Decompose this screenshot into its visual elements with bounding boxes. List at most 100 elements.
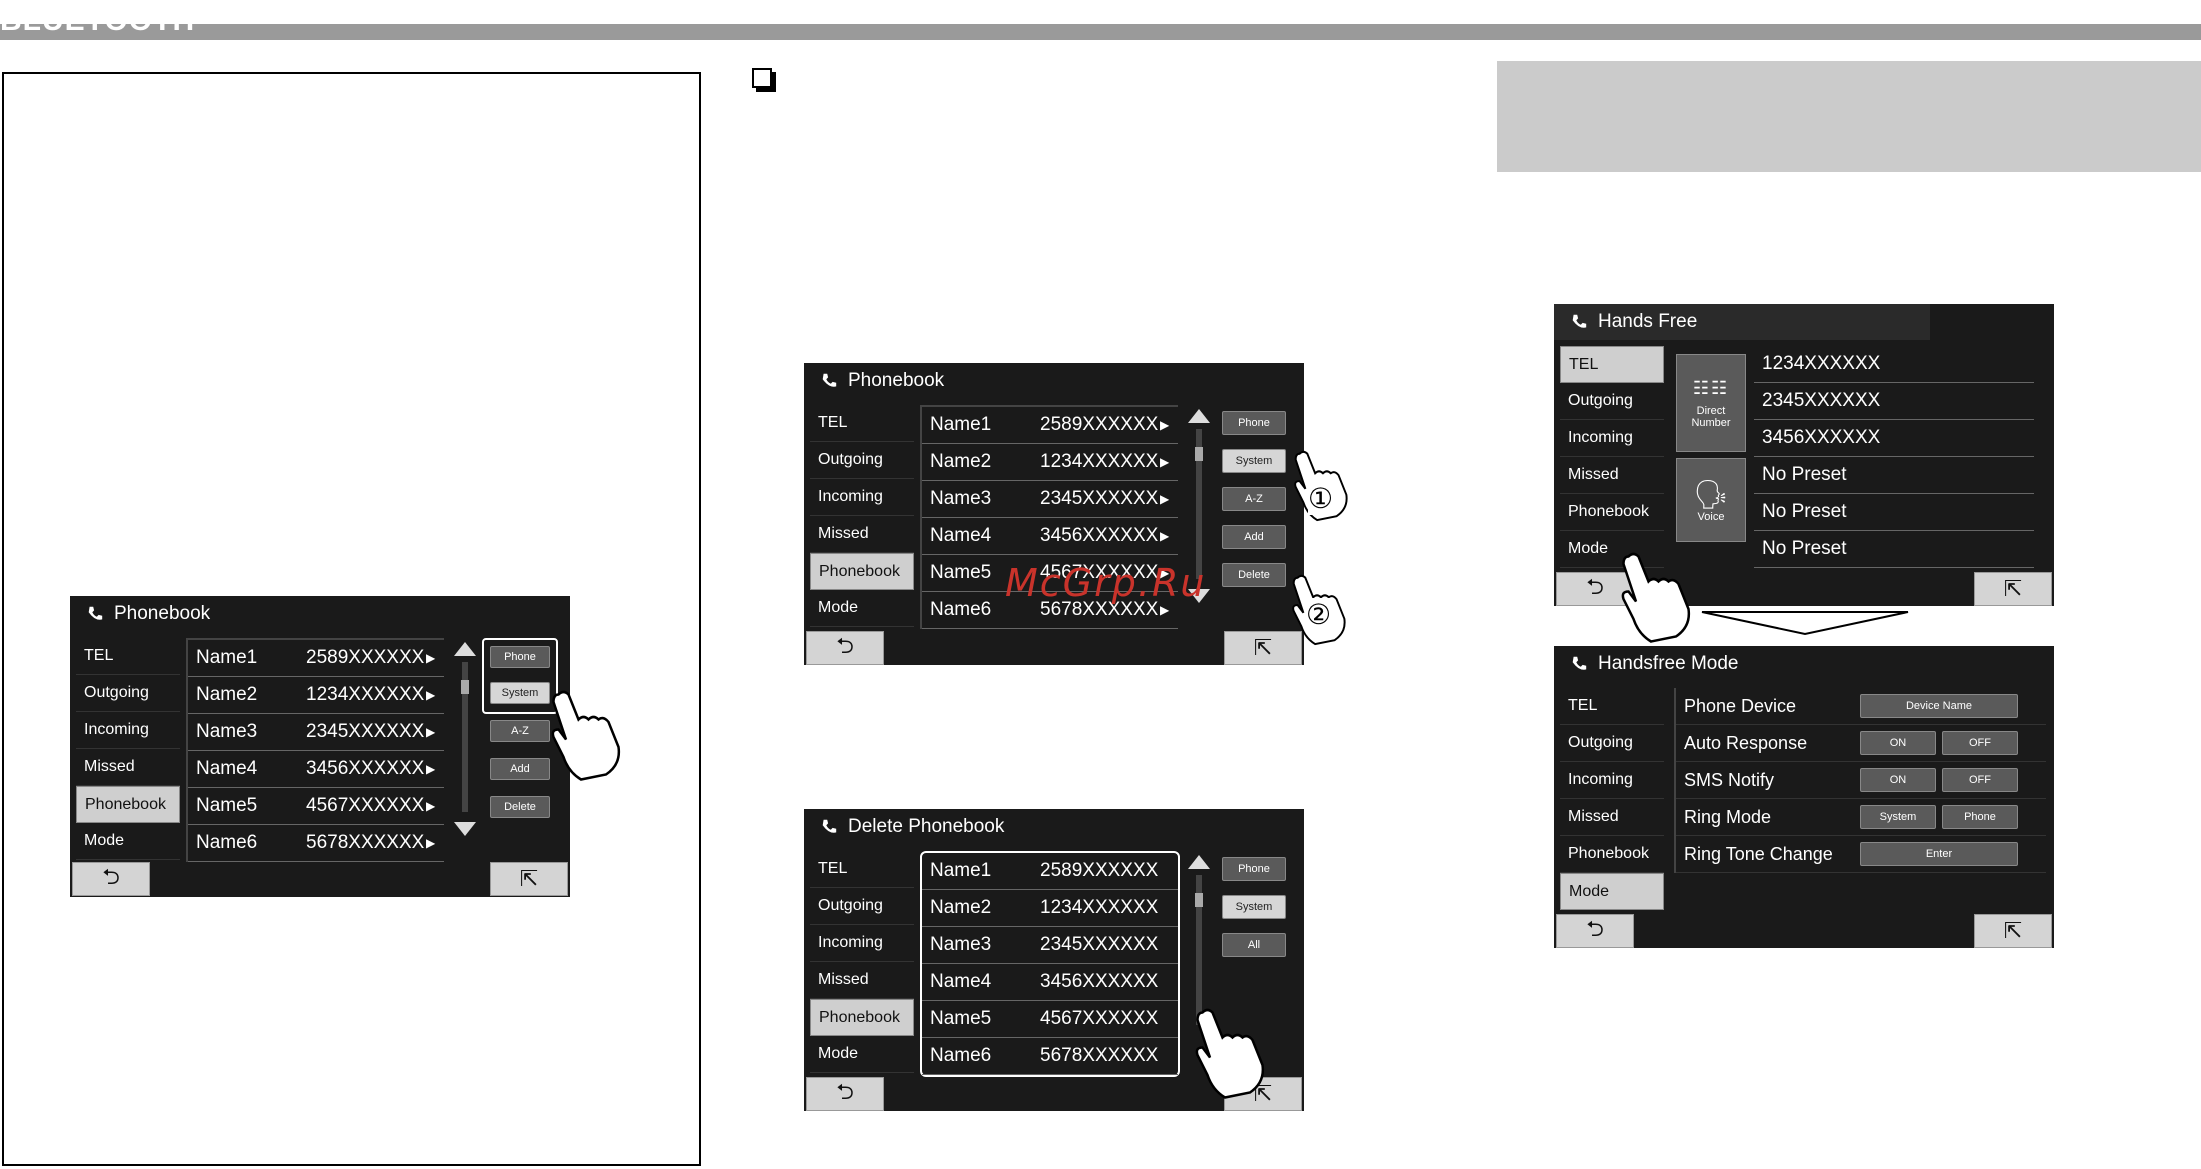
auto-response-on-button[interactable]: ON xyxy=(1860,731,1936,755)
sidebar-item-missed[interactable]: Missed xyxy=(810,516,914,553)
sidebar-item-outgoing[interactable]: Outgoing xyxy=(810,888,914,925)
sidebar-item-tel[interactable]: TEL xyxy=(76,638,180,675)
contact-number: 2345XXXXXX xyxy=(1040,934,1159,955)
back-button[interactable]: ⮌ xyxy=(1556,914,1634,948)
sidebar-item-incoming[interactable]: Incoming xyxy=(1560,762,1664,799)
scroll-thumb[interactable] xyxy=(1195,893,1203,907)
sidebar-item-tel[interactable]: TEL xyxy=(1560,688,1664,725)
system-button[interactable]: System xyxy=(1222,449,1286,473)
sidebar-item-outgoing[interactable]: Outgoing xyxy=(1560,383,1664,420)
az-button[interactable]: A-Z xyxy=(490,720,550,742)
voice-button[interactable]: 🗣 Voice xyxy=(1676,458,1746,542)
phone-button[interactable]: Phone xyxy=(490,646,550,668)
contact-name: Name1 xyxy=(196,647,258,668)
scroll-up-icon[interactable] xyxy=(1188,855,1210,869)
sidebar-item-missed[interactable]: Missed xyxy=(810,962,914,999)
auto-response-off-button[interactable]: OFF xyxy=(1942,731,2018,755)
sidebar-item-phonebook[interactable]: Phonebook xyxy=(810,553,914,590)
back-button[interactable]: ⮌ xyxy=(806,631,884,665)
back-button[interactable]: ⮌ xyxy=(1556,572,1634,606)
scrollbar[interactable] xyxy=(1196,875,1202,1025)
scroll-up-icon[interactable] xyxy=(454,642,476,656)
sidebar-item-outgoing[interactable]: Outgoing xyxy=(76,675,180,712)
sidebar-item-tel[interactable]: TEL xyxy=(810,405,914,442)
add-button[interactable]: Add xyxy=(1222,525,1286,549)
phone-button[interactable]: Phone xyxy=(1222,857,1286,881)
sms-notify-off-button[interactable]: OFF xyxy=(1942,768,2018,792)
sidebar-item-mode[interactable]: Mode xyxy=(810,1036,914,1073)
sidebar-item-tel[interactable]: TEL xyxy=(810,851,914,888)
preset-item[interactable]: 2345XXXXXX xyxy=(1754,383,2034,420)
screen-title: Delete Phonebook xyxy=(804,809,1004,845)
delete-button[interactable]: Delete xyxy=(1222,563,1286,587)
preset-item[interactable]: No Preset xyxy=(1754,457,2034,494)
sidebar-item-outgoing[interactable]: Outgoing xyxy=(1560,725,1664,762)
sidebar-item-phonebook[interactable]: Phonebook xyxy=(1560,836,1664,873)
scroll-thumb[interactable] xyxy=(1195,447,1203,461)
sidebar-item-incoming[interactable]: Incoming xyxy=(810,925,914,962)
sidebar-item-phonebook[interactable]: Phonebook xyxy=(76,786,180,823)
device-name-button[interactable]: Device Name xyxy=(1860,694,2018,718)
preset-item[interactable]: No Preset xyxy=(1754,494,2034,531)
direct-number-button[interactable]: ☷☷ Direct Number xyxy=(1676,354,1746,452)
sidebar-item-phonebook[interactable]: Phonebook xyxy=(1560,494,1664,531)
exit-button[interactable]: ⇱ xyxy=(1224,631,1302,665)
ring-mode-phone-button[interactable]: Phone xyxy=(1942,805,2018,829)
back-button[interactable]: ⮌ xyxy=(806,1077,884,1111)
sidebar-item-mode[interactable]: Mode xyxy=(1560,873,1664,910)
delete-button[interactable]: Delete xyxy=(490,796,550,818)
preset-item[interactable]: 3456XXXXXX xyxy=(1754,420,2034,457)
exit-button[interactable]: ⇱ xyxy=(1974,572,2052,606)
system-button[interactable]: System xyxy=(490,682,550,704)
scroll-down-icon[interactable] xyxy=(1188,589,1210,603)
system-button[interactable]: System xyxy=(1222,895,1286,919)
preset-item[interactable]: 1234XXXXXX xyxy=(1754,346,2034,383)
sidebar-item-mode[interactable]: Mode xyxy=(1560,531,1664,568)
sidebar-item-missed[interactable]: Missed xyxy=(1560,799,1664,836)
preset-item[interactable]: No Preset xyxy=(1754,531,2034,568)
ring-mode-system-button[interactable]: System xyxy=(1860,805,1936,829)
sidebar-item-incoming[interactable]: Incoming xyxy=(76,712,180,749)
scroll-down-icon[interactable] xyxy=(454,822,476,836)
sidebar-item-tel[interactable]: TEL xyxy=(1560,346,1664,383)
az-button[interactable]: A-Z xyxy=(1222,487,1286,511)
scroll-up-icon[interactable] xyxy=(1188,409,1210,423)
exit-button[interactable]: ⇱ xyxy=(1974,914,2052,948)
sidebar-item-missed[interactable]: Missed xyxy=(76,749,180,786)
exit-button[interactable]: ⇱ xyxy=(490,862,568,896)
sidebar-item-incoming[interactable]: Incoming xyxy=(810,479,914,516)
sidebar-item-outgoing[interactable]: Outgoing xyxy=(810,442,914,479)
sidebar-item-phonebook[interactable]: Phonebook xyxy=(810,999,914,1036)
sidebar-item-incoming[interactable]: Incoming xyxy=(1560,420,1664,457)
sidebar-item-mode[interactable]: Mode xyxy=(76,823,180,860)
scrollbar[interactable] xyxy=(1196,429,1202,579)
scrollbar[interactable] xyxy=(462,662,468,812)
sidebar-item-mode[interactable]: Mode xyxy=(810,590,914,627)
sidebar-item-missed[interactable]: Missed xyxy=(1560,457,1664,494)
phone-button[interactable]: Phone xyxy=(1222,411,1286,435)
add-button[interactable]: Add xyxy=(490,758,550,780)
back-button[interactable]: ⮌ xyxy=(72,862,150,896)
scroll-thumb[interactable] xyxy=(461,680,469,694)
all-button[interactable]: All xyxy=(1222,933,1286,957)
sms-notify-on-button[interactable]: ON xyxy=(1860,768,1936,792)
ring-tone-enter-button[interactable]: Enter xyxy=(1860,842,2018,866)
